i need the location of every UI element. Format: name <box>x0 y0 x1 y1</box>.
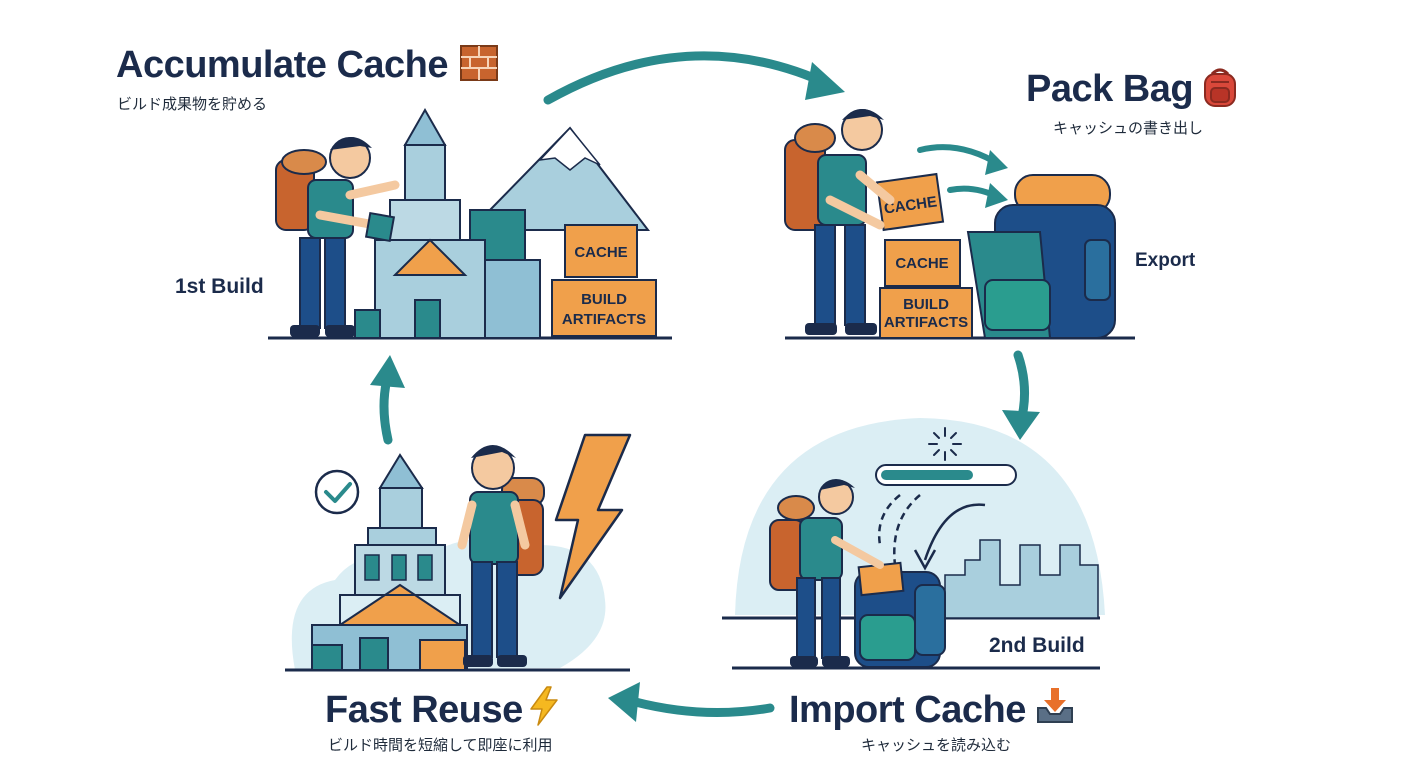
import-subtitle: キャッシュを読み込む <box>861 736 1012 754</box>
hiker-figure <box>275 136 400 337</box>
check-circle-icon <box>314 469 360 515</box>
cycle-arrow-bottom <box>608 682 775 722</box>
hiker-figure <box>769 479 884 667</box>
cycle-arrow-right <box>1002 350 1040 440</box>
import-build-label: 2nd Build <box>989 634 1085 657</box>
accumulate-box-cache-text: CACHE <box>574 244 627 261</box>
lightning-icon <box>530 686 558 726</box>
pack-export-label: Export <box>1135 250 1196 271</box>
accumulate-build-label: 1st Build <box>175 275 264 298</box>
panel-import <box>722 418 1105 670</box>
reuse-title: Fast Reuse <box>325 689 523 731</box>
hiker-figure <box>457 445 545 667</box>
panel-accumulate: CACHE BUILD ARTIFACTS <box>268 107 672 340</box>
download-tray-icon <box>1037 688 1073 723</box>
pack-box-artifacts-text: ARTIFACTS <box>884 314 968 331</box>
accumulate-subtitle: ビルド成果物を貯める <box>117 95 268 113</box>
accumulate-title: Accumulate Cache <box>116 44 449 86</box>
accumulate-box-artifacts-text: ARTIFACTS <box>562 311 646 328</box>
cycle-arrow-top <box>543 51 845 105</box>
large-lightning-icon <box>554 433 632 600</box>
pack-box-cache-text: CACHE <box>895 255 948 272</box>
panel-pack: CACHE CACHE BUILD ARTIFACTS <box>784 109 1135 340</box>
panel-reuse <box>285 433 632 672</box>
pack-box-build-text: BUILD <box>903 296 949 313</box>
import-title: Import Cache <box>789 689 1026 731</box>
reuse-subtitle: ビルド時間を短縮して即座に利用 <box>328 736 553 754</box>
loading-spinner-icon <box>928 427 962 461</box>
pack-subtitle: キャッシュの書き出し <box>1053 119 1204 137</box>
backpack-icon <box>1204 68 1236 107</box>
brick-icon <box>460 45 498 81</box>
accumulate-box-build-text: BUILD <box>581 291 627 308</box>
hiker-figure <box>784 109 895 335</box>
cycle-arrow-left <box>370 355 405 445</box>
pack-title: Pack Bag <box>1026 68 1194 110</box>
